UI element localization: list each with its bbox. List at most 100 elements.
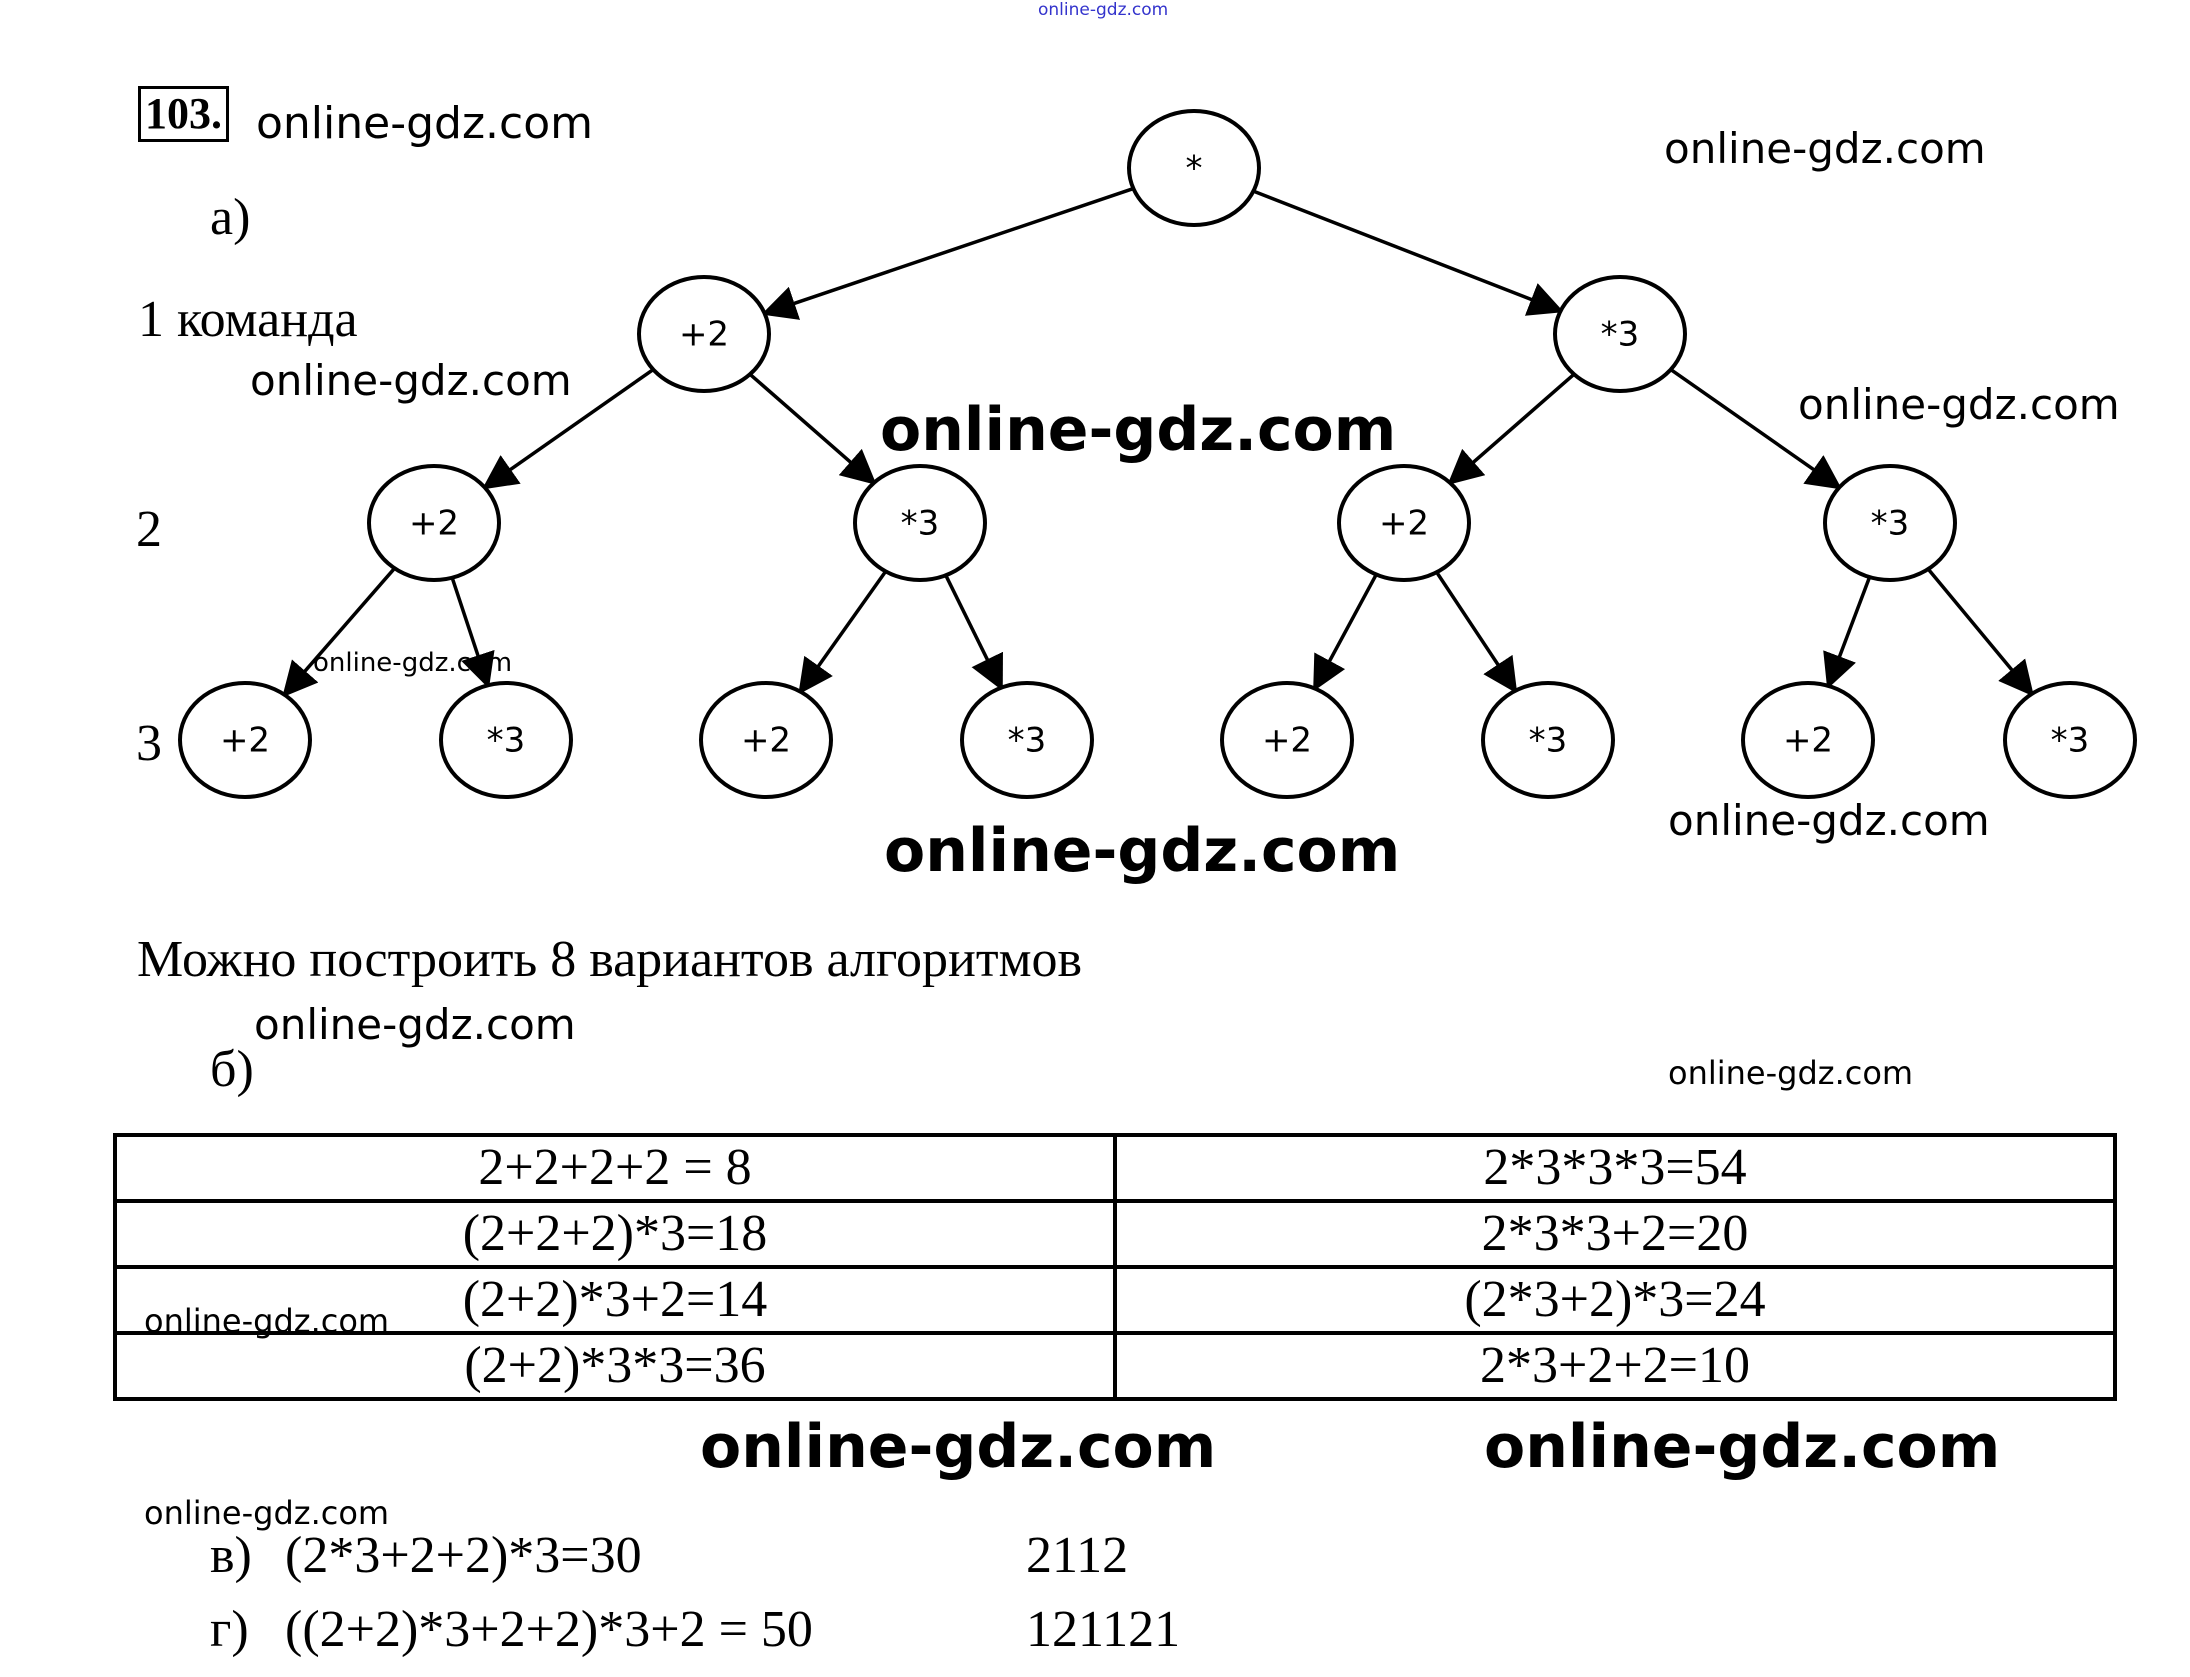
node-label: +2 [409,504,459,544]
part-v-label: в) [210,1527,252,1584]
tree-arrow [1252,189,1564,316]
table-cell: 2*3*3*3=54 [1113,1133,2117,1203]
node-ellipse [1553,275,1687,393]
tree-node: *3 [439,681,573,799]
tree-node: +2 [178,681,312,799]
node-label: +2 [679,315,729,355]
watermark: online-gdz.com [254,1000,576,1049]
results-table: 2+2+2+2 = 8 2*3*3*3=54 (2+2+2)*3=18 2*3*… [113,1133,2117,1401]
node-ellipse [1127,109,1261,227]
tree-arrow [761,186,1134,320]
tree-nodes: * +2 *3 +2 *3 +2 *3 +2 *3 +2 *3 +2 *3 +2 *3 [178,109,2137,799]
node-ellipse [1220,681,1354,799]
watermark: online-gdz.com [1668,1054,1914,1092]
tree-node: +2 [1220,681,1354,799]
node-ellipse [1337,464,1471,582]
node-label: +2 [741,721,791,761]
tree-node: *3 [1553,275,1687,393]
part-a-label: а) [210,189,251,246]
table-cell: (2+2)*3*3=36 [113,1331,1117,1401]
tree-node: +2 [367,464,501,582]
watermark: online-gdz.com [880,395,1397,465]
tree-arrow [1313,573,1378,692]
node-ellipse [637,275,771,393]
table-row: 2+2+2+2 = 8 2*3*3*3=54 [113,1133,2117,1203]
tree-arrow [1435,571,1518,694]
table-cell: (2+2)*3+2=14 [113,1265,1117,1335]
node-ellipse [1741,681,1875,799]
tree-arrow [798,570,888,695]
tree-arrow [1669,368,1843,490]
node-label: * [1186,149,1203,189]
tree-arrow [450,577,495,689]
table-row: (2+2)*3+2=14 (2*3+2)*3=24 [113,1265,2117,1335]
watermark: online-gdz.com [884,816,1401,886]
node-ellipse [1481,681,1615,799]
algorithm-tree: * +2 *3 +2 *3 +2 *3 +2 *3 +2 *3 +2 *3 +2 *3 [178,109,2137,799]
node-label: *3 [1601,315,1640,355]
node-ellipse [699,681,833,799]
node-label: *3 [1529,721,1568,761]
watermark: online-gdz.com [700,1412,1217,1482]
tree-node: +2 [1337,464,1471,582]
node-label: +2 [1783,721,1833,761]
tree-arrow [944,574,1003,691]
tree-node: *3 [853,464,987,582]
watermark: online-gdz.com [1798,380,2120,429]
node-label: +2 [1379,504,1429,544]
table-cell: (2+2+2)*3=18 [113,1199,1117,1269]
tree-node: *3 [960,681,1094,799]
part-g-expression: ((2+2)*3+2+2)*3+2 = 50 [285,1601,813,1658]
tree-node: +2 [1741,681,1875,799]
node-label: +2 [1262,721,1312,761]
tree-arrow [1447,372,1576,486]
part-v-expression: (2*3+2+2)*3=30 [285,1527,642,1584]
part-g-label: г) [210,1601,249,1658]
tree-node: *3 [2003,681,2137,799]
tree-arrow [1823,576,1872,690]
watermark: online-gdz.com [1664,124,1986,173]
level-label-1: 1 команда [138,291,358,348]
part-v-program: 2112 [1026,1527,1129,1584]
task-number: 103. [138,86,229,142]
tree-node: +2 [699,681,833,799]
node-ellipse [367,464,501,582]
node-ellipse [439,681,573,799]
level-label-3: 3 [136,715,162,772]
part-b-label: б) [210,1041,254,1098]
table-row: (2+2+2)*3=18 2*3*3+2=20 [113,1199,2117,1269]
tree-node: *3 [1481,681,1615,799]
node-ellipse [2003,681,2137,799]
watermark: online-gdz.com [256,98,594,149]
node-ellipse [853,464,987,582]
watermark: online-gdz.com [250,356,572,405]
watermark: online-gdz.com [1484,1412,2001,1482]
tree-arrow [748,372,877,486]
node-label: *3 [1008,721,1047,761]
tree-arrow [481,368,655,490]
node-ellipse [178,681,312,799]
node-label: *3 [901,504,940,544]
table-cell: (2*3+2)*3=24 [1113,1265,2117,1335]
table-cell: 2*3+2+2=10 [1113,1331,2117,1401]
tree-node: +2 [637,275,771,393]
top-watermark: online-gdz.com [1038,0,1169,20]
tree-node: * [1127,109,1261,227]
node-ellipse [1823,464,1957,582]
watermark: online-gdz.com [1668,796,1990,845]
part-g-program: 121121 [1026,1601,1181,1658]
table-row: (2+2)*3*3=36 2*3+2+2=10 [113,1331,2117,1401]
table-cell: 2*3*3+2=20 [1113,1199,2117,1269]
table-cell: 2+2+2+2 = 8 [113,1133,1117,1203]
watermark: online-gdz.com [313,648,513,678]
tree-edges [282,186,2034,698]
node-label: +2 [220,721,270,761]
tree-arrow [282,567,396,698]
node-label: *3 [1871,504,1910,544]
watermark: online-gdz.com [144,1494,390,1532]
conclusion-text: Можно построить 8 вариантов алгоритмов [137,931,1083,988]
level-label-2: 2 [136,501,162,558]
node-label: *3 [2051,721,2090,761]
node-ellipse [960,681,1094,799]
node-label: *3 [487,721,526,761]
